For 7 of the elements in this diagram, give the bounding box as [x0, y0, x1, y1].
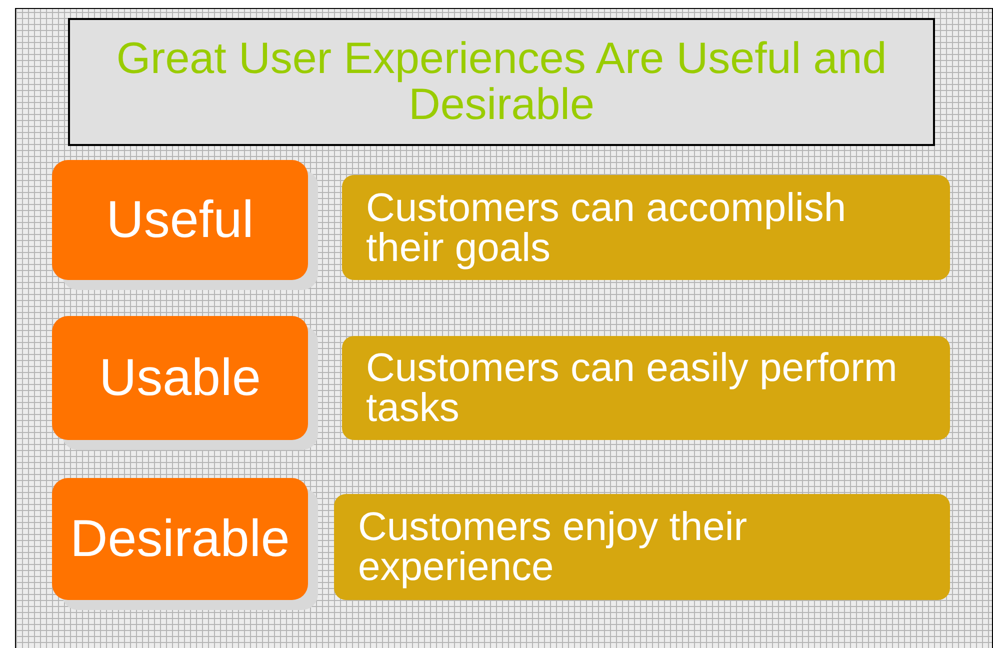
- description-box: Customers can easily perform tasks: [342, 336, 950, 440]
- category-box: Desirable: [52, 478, 308, 600]
- category-box: Useful: [52, 160, 308, 280]
- category-box: Usable: [52, 316, 308, 440]
- title: Great User Experiences Are Useful and Desirable: [68, 18, 935, 146]
- description-box: Customers can accomplish their goals: [342, 175, 950, 280]
- description-box: Customers enjoy their experience: [334, 494, 950, 600]
